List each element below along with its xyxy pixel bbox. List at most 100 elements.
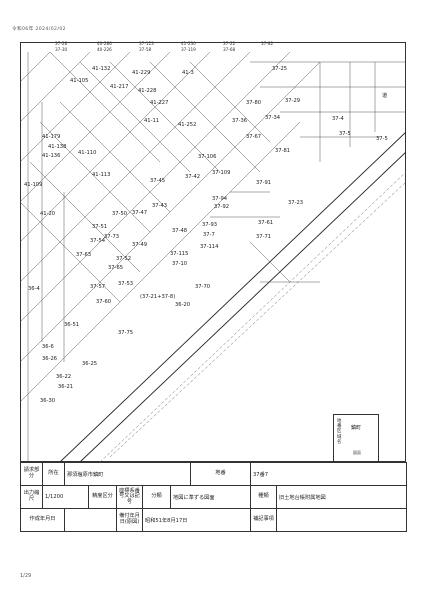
parcel-label: 37-65	[108, 265, 123, 271]
parcel-label: 37-49	[132, 242, 147, 248]
legend-item: 40-226	[97, 47, 112, 52]
parcel-boundary	[20, 51, 271, 303]
parcel-label: 37-4	[332, 116, 344, 122]
label-coordinate-system: 座標系番号又は記号	[116, 485, 143, 509]
parcel-label: 37-47	[132, 210, 147, 216]
parcel-label: 37-81	[275, 148, 290, 154]
kind-value: 旧土地台帳附属地図	[276, 485, 407, 509]
road-boundary-line	[79, 151, 406, 462]
parcel-label: 36-6	[42, 344, 54, 350]
label-classification: 分類	[142, 485, 171, 509]
road-label: 道	[382, 91, 387, 99]
label-installed-date: 備付年月日(原図)	[116, 508, 143, 532]
row-scale: 出力縮尺 1/1200 精度区分 座標系番号又は記号 分類 地図に準ずる図面 種…	[20, 485, 407, 509]
parcel-label: 37-92	[214, 204, 229, 210]
parcel-label: 41-110	[78, 150, 96, 156]
parcel-label: 36-25	[82, 361, 97, 367]
notes-value	[276, 508, 407, 532]
row-dates: 作成年月日 備付年月日(原図) 昭和51年8月17日 補記事項	[20, 508, 407, 532]
created-date-value	[64, 508, 117, 532]
parcel-label: 37-70	[195, 284, 210, 290]
parcel-label: 37-45	[150, 178, 165, 184]
lot-number-value: 37番7	[250, 462, 407, 486]
legend-item: 37-123	[139, 41, 154, 46]
label-location: 所在	[42, 462, 65, 486]
parcel-label: 41-136	[42, 153, 60, 159]
legend-item: 37-30	[55, 47, 68, 52]
legend-item: 37-119	[181, 47, 196, 52]
road-boundary-line	[59, 131, 406, 462]
label-precision: 精度区分	[88, 485, 117, 509]
parcel-label: 37-73	[104, 234, 119, 240]
parcel-label: 41-11	[144, 118, 159, 124]
parcel-boundary	[27, 52, 65, 462]
legend-item: 40-286	[97, 41, 112, 46]
parcel-label: 37-63	[76, 252, 91, 258]
row-location: 請求部分 所在 那須塩原市鎮町 地番 37番7	[20, 462, 407, 486]
label-lot-number: 地番	[190, 462, 251, 486]
parcel-label: 41-20	[40, 211, 55, 217]
parcel-label: 37-71	[256, 234, 271, 240]
parcel-label: 37-42	[185, 174, 200, 180]
parcel-label: 36-4	[28, 286, 40, 292]
parcel-label: 37-80	[246, 100, 261, 106]
parcel-label: 41-132	[92, 66, 110, 72]
parcel-label: 37-34	[265, 115, 281, 121]
legend-item: 37-22	[223, 41, 236, 46]
parcel-label: 41-228	[138, 88, 156, 94]
legend-item: 37-58	[139, 47, 152, 52]
parcel-label: 36-30	[40, 398, 55, 404]
parcel-boundary	[20, 51, 321, 403]
parcel-label: 37-93	[202, 222, 217, 228]
lot-number-legend: 37-28 40-286 37-123 41-230 37-22 37-82 3…	[55, 41, 305, 55]
parcel-label: 37-109	[212, 170, 230, 176]
label-kind: 種類	[250, 485, 277, 509]
parcel-label: 37-29	[285, 98, 300, 104]
parcel-label: 37-5	[339, 131, 351, 137]
parcel-label: 37-52	[116, 256, 131, 262]
parcel-label: 41-138	[48, 144, 66, 150]
parcel-label: 36-51	[64, 322, 79, 328]
parcel-label: 41-217	[110, 84, 128, 90]
parcel-label: 36-26	[42, 356, 57, 362]
parcel-label: 37-36	[232, 118, 247, 124]
cadastral-map: 41-132 41-229 41-3 37-25 41-105 41-217 4…	[20, 51, 406, 462]
parcel-label: 37-50	[112, 211, 127, 217]
parcel-label: 37-43	[152, 203, 167, 209]
parcel-label: 36-20	[175, 302, 190, 308]
scale-value: 1/1200	[42, 485, 89, 509]
district-sub-label: 図面	[353, 450, 361, 455]
parcel-label: 36-21	[58, 384, 73, 390]
parcel-label: 41-113	[92, 172, 110, 178]
parcel-label: 41-179	[42, 134, 60, 140]
road-dash-line	[109, 181, 406, 458]
parcel-label: 36-22	[56, 374, 71, 380]
district-name: 鎮町	[351, 425, 362, 431]
parcel-label: 41-229	[132, 70, 150, 76]
parcel-label: 37-51	[92, 224, 107, 230]
parcel-label: 37-106	[198, 154, 216, 160]
parcel-label: 37-67	[246, 134, 261, 140]
classification-value: 地図に準ずる図面	[170, 485, 251, 509]
installed-date-value: 昭和51年8月17日	[142, 508, 251, 532]
parcel-label: 37-91	[256, 180, 271, 186]
location-value: 那須塩原市鎮町	[64, 462, 191, 486]
parcel-label: (37-21+37-8)	[140, 294, 175, 300]
legend-item: 37-82	[261, 41, 274, 46]
parcel-label: 37-25	[272, 66, 287, 72]
parcel-label: 37-7	[203, 232, 215, 238]
map-frame	[20, 42, 406, 462]
parcel-label: 37-61	[258, 220, 273, 226]
parcel-label: 37-94	[212, 196, 228, 202]
header-date: 令和06年 2024/02/02	[12, 27, 66, 32]
parcel-label: 37-23	[288, 200, 303, 206]
request-info-table: 請求部分 所在 那須塩原市鎮町 地番 37番7 出力縮尺 1/1200 精度区分…	[20, 462, 407, 532]
parcel-label: 41-3	[182, 70, 194, 76]
parcel-label: 41-109	[24, 182, 42, 188]
parcel-label: 37-75	[118, 330, 133, 336]
parcel-label: 41-252	[178, 122, 196, 128]
page-number: 1/29	[20, 573, 32, 579]
label-output-scale: 出力縮尺	[20, 485, 43, 509]
parcel-label: 37-114	[200, 244, 219, 250]
road-dash-line	[99, 171, 406, 462]
